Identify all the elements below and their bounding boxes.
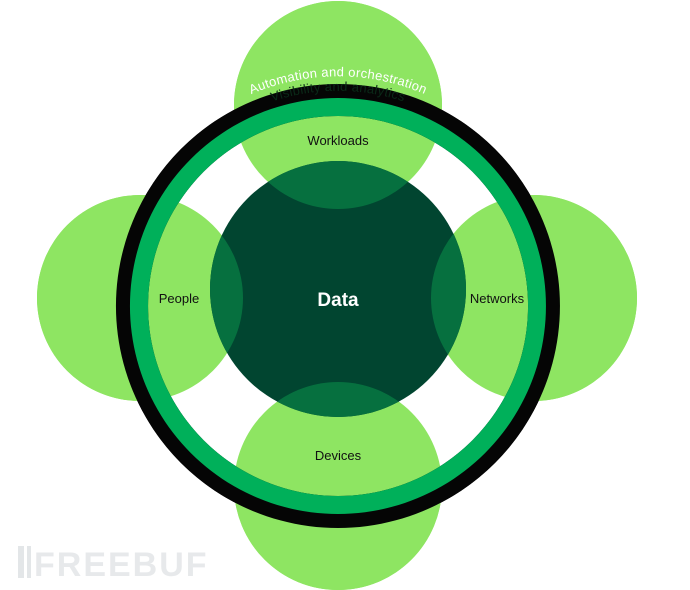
center-data-circle	[210, 161, 466, 417]
label-people: People	[159, 291, 199, 306]
label-workloads: Workloads	[307, 133, 369, 148]
watermark-text: FREEBUF	[34, 546, 209, 580]
watermark-bar-icon-2	[27, 546, 31, 578]
label-data: Data	[317, 290, 359, 311]
label-networks: Networks	[470, 291, 525, 306]
watermark-bar-icon	[18, 546, 24, 578]
node-devices	[234, 382, 442, 590]
label-devices: Devices	[315, 448, 362, 463]
freebuf-watermark: FREEBUF	[18, 546, 209, 580]
